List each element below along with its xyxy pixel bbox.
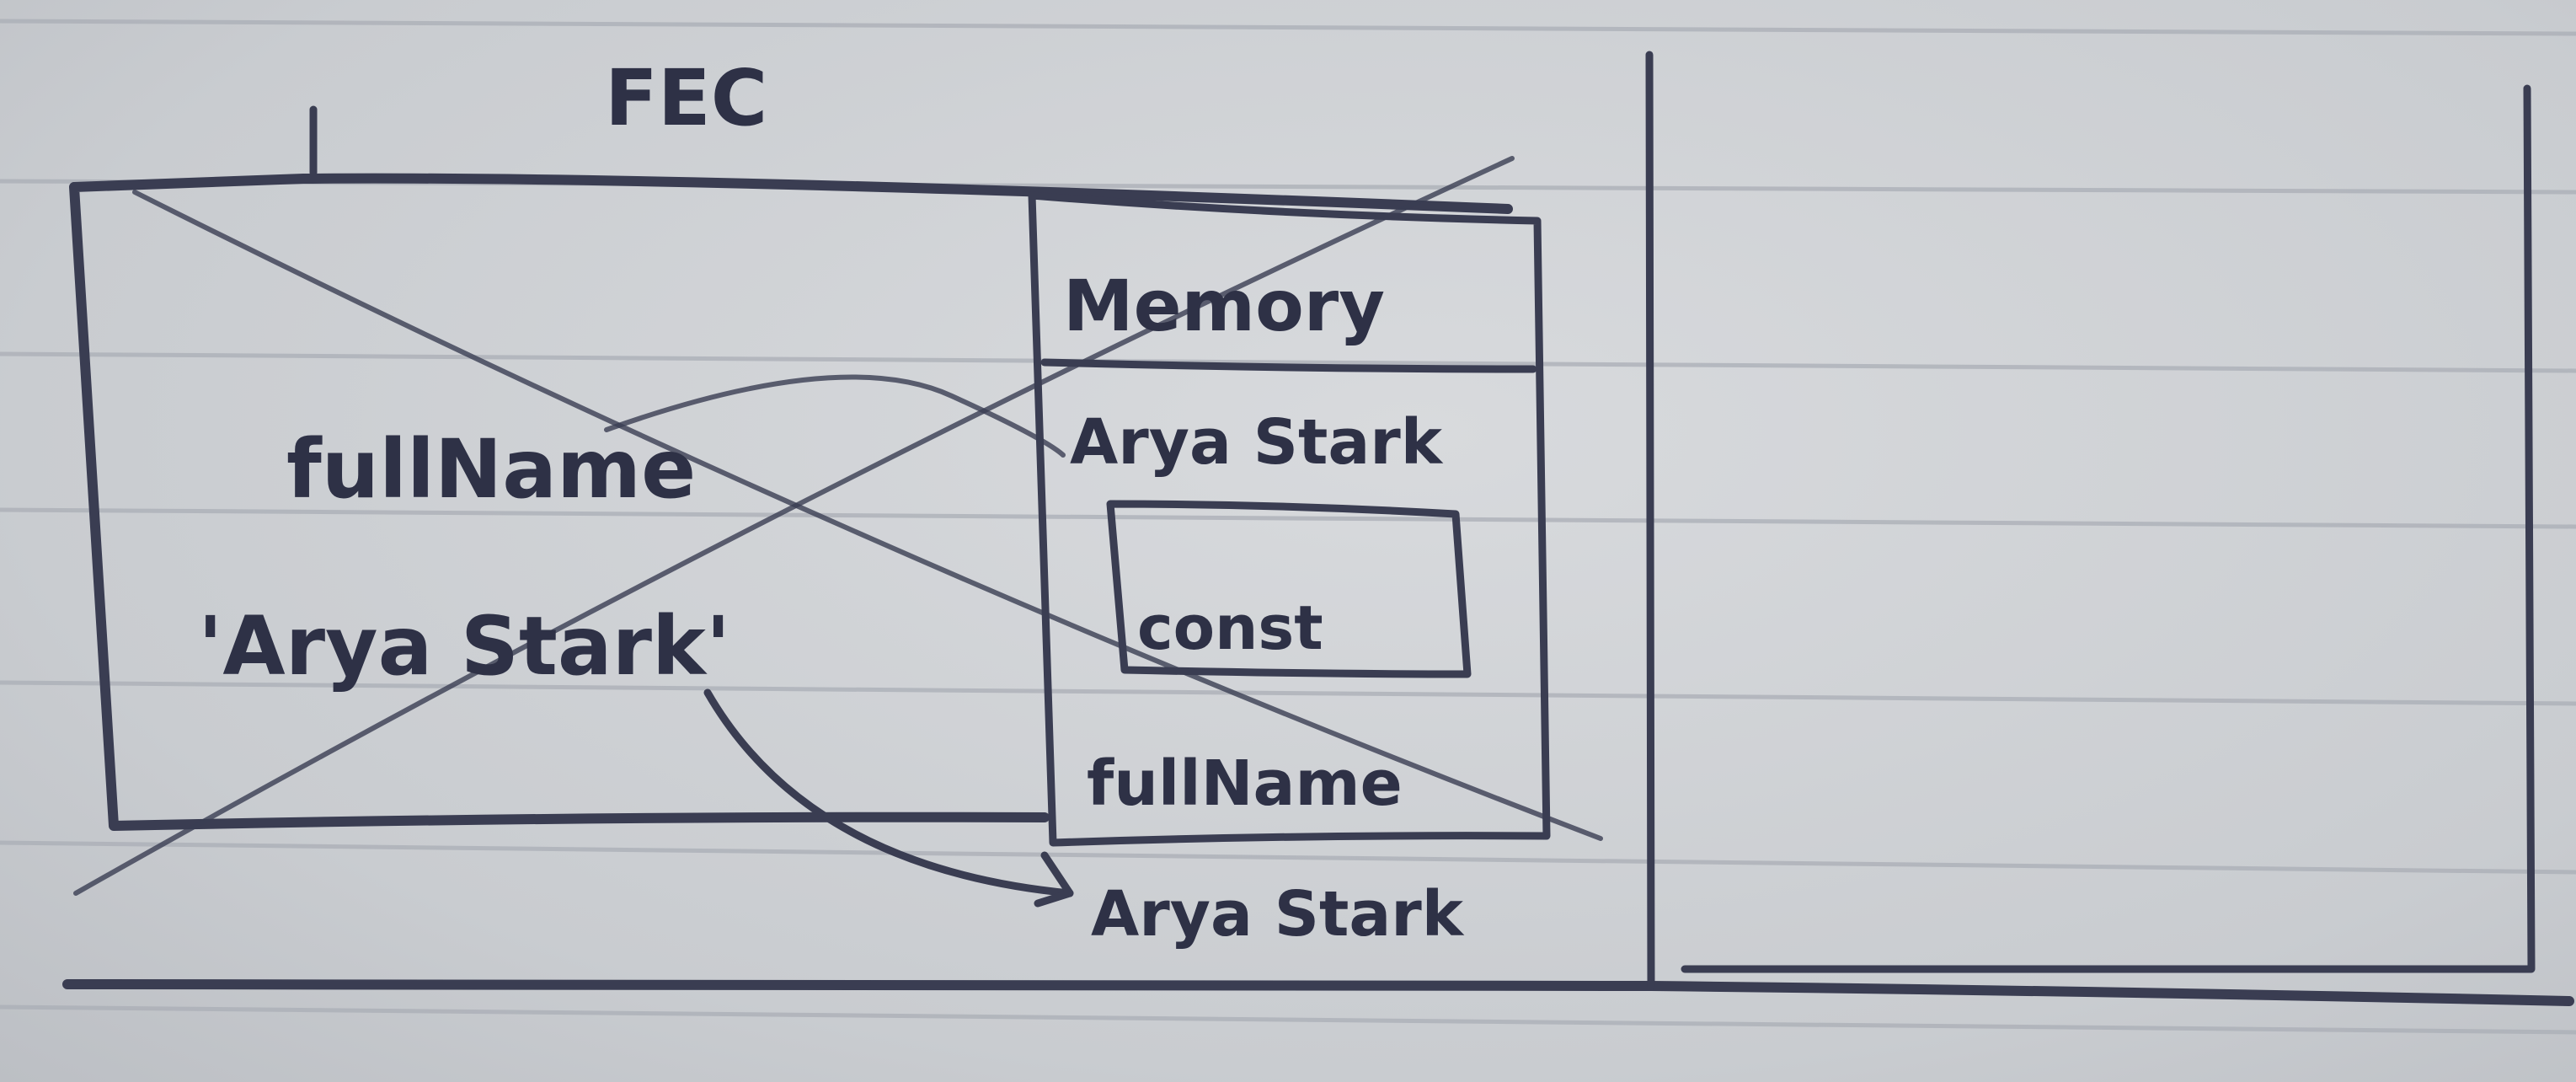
- reassign-arrowhead: [1034, 851, 1074, 908]
- memory-first-value: Arya Stark: [1070, 406, 1444, 479]
- crossout-line-1: [132, 190, 1603, 841]
- diagram-title: FEC: [605, 53, 767, 143]
- right-column-frame: [1681, 84, 2536, 973]
- left-box: [69, 173, 1513, 831]
- const-box: [1106, 500, 1472, 678]
- left-variable-value: 'Arya Stark': [198, 599, 730, 694]
- reassign-arrow: [703, 688, 1074, 897]
- page-divider-line: [1645, 51, 1655, 990]
- left-variable-name: fullName: [286, 422, 696, 517]
- connector-swoop: [604, 374, 1066, 458]
- memory-box: [1028, 191, 1551, 847]
- memory-header: Memory: [1063, 265, 1385, 347]
- crossout-line-2: [73, 156, 1515, 896]
- memory-variable-name: fullName: [1087, 747, 1403, 820]
- memory-new-value: Arya Stark: [1091, 878, 1465, 951]
- const-label: const: [1137, 592, 1323, 663]
- outer-frame-bottom: [62, 978, 2574, 1006]
- memory-header-divider: [1040, 358, 1537, 373]
